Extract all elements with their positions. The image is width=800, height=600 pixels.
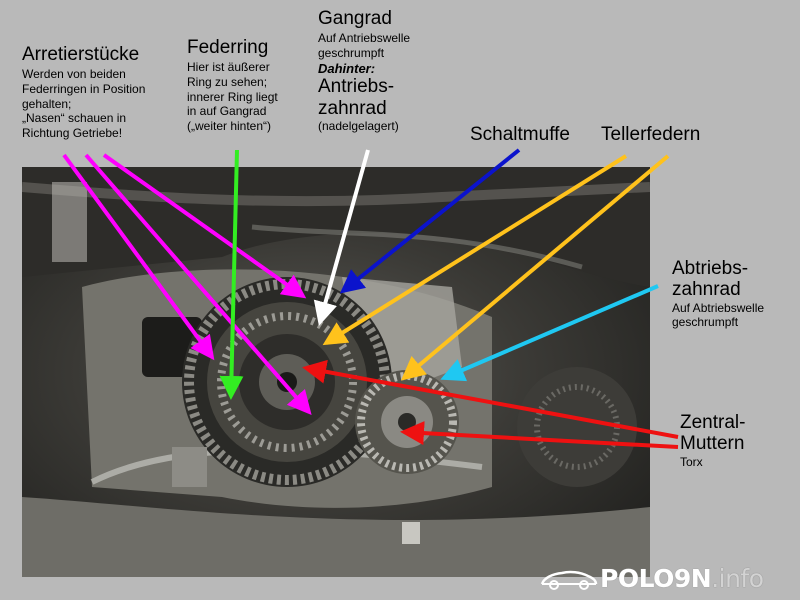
label-arretierstuecke: Arretierstücke Werden von beiden Federri… (22, 44, 145, 140)
arrow-arretier-3 (102, 153, 307, 299)
zentral-title-2: Muttern (680, 433, 745, 455)
polo9n-logo: POLO9N.info (540, 561, 795, 595)
arrow-schaltmuffe (339, 148, 521, 294)
label-schaltmuffe: Schaltmuffe (470, 124, 570, 145)
car-icon (540, 570, 598, 590)
arrow-zentral-2 (400, 421, 679, 449)
arretier-line: Werden von beiden (22, 67, 126, 82)
arretier-line: „Nasen“ schauen in (22, 111, 127, 126)
logo-brand: POLO9N (600, 563, 712, 593)
logo-tld: .info (711, 563, 764, 593)
zentral-title-1: Zentral- (680, 412, 746, 433)
antriebszahnrad-title-2: zahnrad (318, 97, 387, 119)
gangrad-line: geschrumpft (318, 45, 385, 60)
gearbox-photo (22, 167, 650, 577)
gangrad-emphasis: Dahinter: (318, 60, 376, 76)
label-zentral-muttern: Zentral- Muttern Torx (680, 412, 745, 469)
federring-line: in auf Gangrad (187, 104, 267, 119)
arretier-line: Federringen in Position (22, 81, 146, 96)
arrow-federring (219, 149, 244, 400)
abtrieb-line: geschrumpft (672, 315, 739, 330)
abtrieb-title-1: Abtriebs- (672, 258, 749, 279)
federring-line: innerer Ring liegt (187, 89, 278, 104)
label-tellerfedern: Tellerfedern (601, 124, 701, 145)
arrow-arretier-1 (62, 153, 215, 361)
label-gangrad: Gangrad Auf Antriebswelle geschrumpft Da… (318, 8, 410, 134)
federring-line: („weiter hinten“) (187, 118, 272, 133)
federring-title: Federring (187, 37, 269, 58)
gangrad-line: Auf Antriebswelle (318, 31, 411, 46)
arrow-arretier-2 (84, 153, 312, 416)
gearbox-illustration (22, 167, 650, 577)
arretier-line: Richtung Getriebe! (22, 125, 123, 140)
arrow-gangrad (313, 149, 370, 326)
federring-line: Ring zu sehen; (187, 74, 268, 89)
antriebszahnrad-note: (nadelgelagert) (318, 118, 399, 133)
abtrieb-title-2: zahnrad (672, 279, 741, 301)
label-abtriebszahnrad: Abtriebs- zahnrad Auf Abtriebswelle gesc… (672, 258, 764, 330)
antriebszahnrad-title-1: Antriebs- (318, 76, 395, 98)
gangrad-title: Gangrad (318, 8, 392, 29)
arretier-line: gehalten; (22, 96, 72, 111)
label-federring: Federring Hier ist äußerer Ring zu sehen… (187, 37, 278, 133)
arrow-tellerfedern-2 (400, 154, 670, 381)
federring-line: Hier ist äußerer (187, 60, 270, 75)
zentral-sub: Torx (680, 454, 703, 469)
arretier-title: Arretierstücke (22, 44, 140, 65)
arrow-zentral-1 (302, 359, 679, 439)
abtrieb-line: Auf Abtriebswelle (672, 300, 765, 315)
arrow-abtrieb (440, 284, 659, 382)
arrow-tellerfedern-1 (322, 154, 628, 346)
